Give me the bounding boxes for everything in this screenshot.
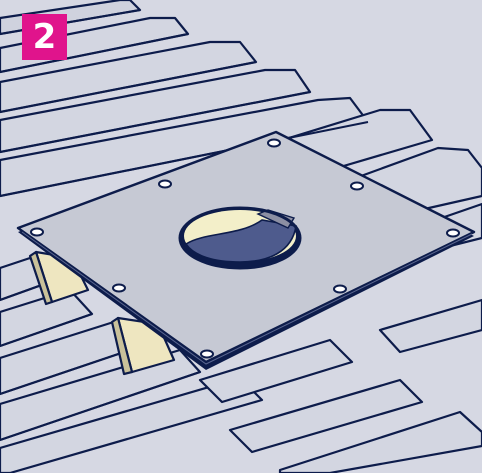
pipe-opening [178,206,302,270]
screw-hole [158,179,172,189]
screw-hole [333,284,347,294]
screw-hole [200,349,214,359]
support-blocks [28,250,176,376]
screw-hole [267,138,281,148]
screw-hole [30,227,44,237]
step-number-badge: 2 [22,14,67,60]
screw-hole [350,181,364,191]
screw-hole [112,283,126,293]
screw-hole [446,228,460,238]
screw-holes [30,138,460,359]
roof-valley-lines [0,9,369,441]
